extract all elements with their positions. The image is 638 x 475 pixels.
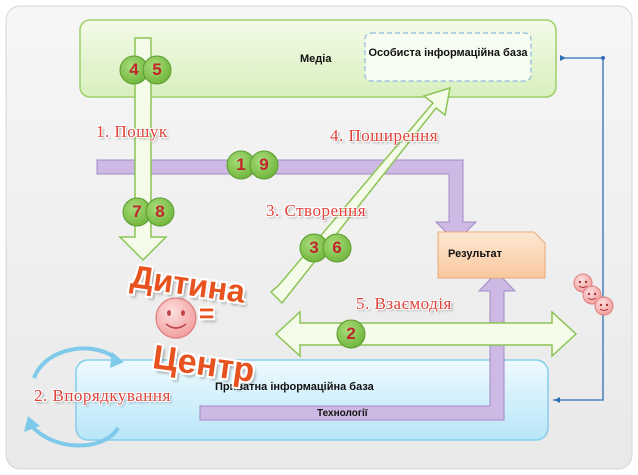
cycle-arrow-bottom-head [24,416,40,432]
blue-arrowhead-bottom [554,397,560,403]
badge-pair-1-9 [226,150,279,180]
cycle-arrow-bottom [28,422,120,448]
blue-dot-top [601,56,605,60]
step-distribution-title: 4. Поширення [330,126,439,145]
badge-2 [336,319,366,349]
personal-base-label: Особиста інформаційна база [368,47,528,59]
step-interaction-title: 5. Взаємодія [356,294,452,313]
private-base-label: Приватна інформаційна база [215,381,374,393]
badge-label-6: 6 [332,238,342,257]
badge-label-4: 4 [129,60,139,79]
badge-label-9: 9 [259,155,269,174]
badge-label-3: 3 [309,238,319,257]
equals-sign: = [199,298,215,328]
badge-label-1: 1 [236,155,246,174]
people-icon [573,273,614,316]
badge-label-7: 7 [132,202,142,221]
personal-base-box [364,32,532,82]
cycle-arrow-top-head [110,352,124,368]
purple-arrow-from-technologies [199,271,517,421]
badge-pair-4-5 [119,55,172,85]
step-search-title: 1. Пошук [96,122,168,141]
step-creation-title: 3. Створення [266,201,367,220]
result-label: Результат [448,248,503,260]
result-box [437,231,546,279]
step-ordering-title: 2. Впорядкування [34,386,171,405]
blue-arrowhead-top [560,55,566,61]
blue-connector [553,57,604,401]
badge-label-2: 2 [346,324,356,343]
badge-pair-7-8 [122,197,175,227]
technologies-label: Технології [317,408,368,419]
badge-pair-3-6 [299,233,352,263]
cycle-arrow-top [32,346,120,379]
media-label: Медіа [300,53,332,65]
badge-label-5: 5 [152,60,162,79]
badge-label-8: 8 [155,202,165,221]
child-face-icon [155,297,197,339]
